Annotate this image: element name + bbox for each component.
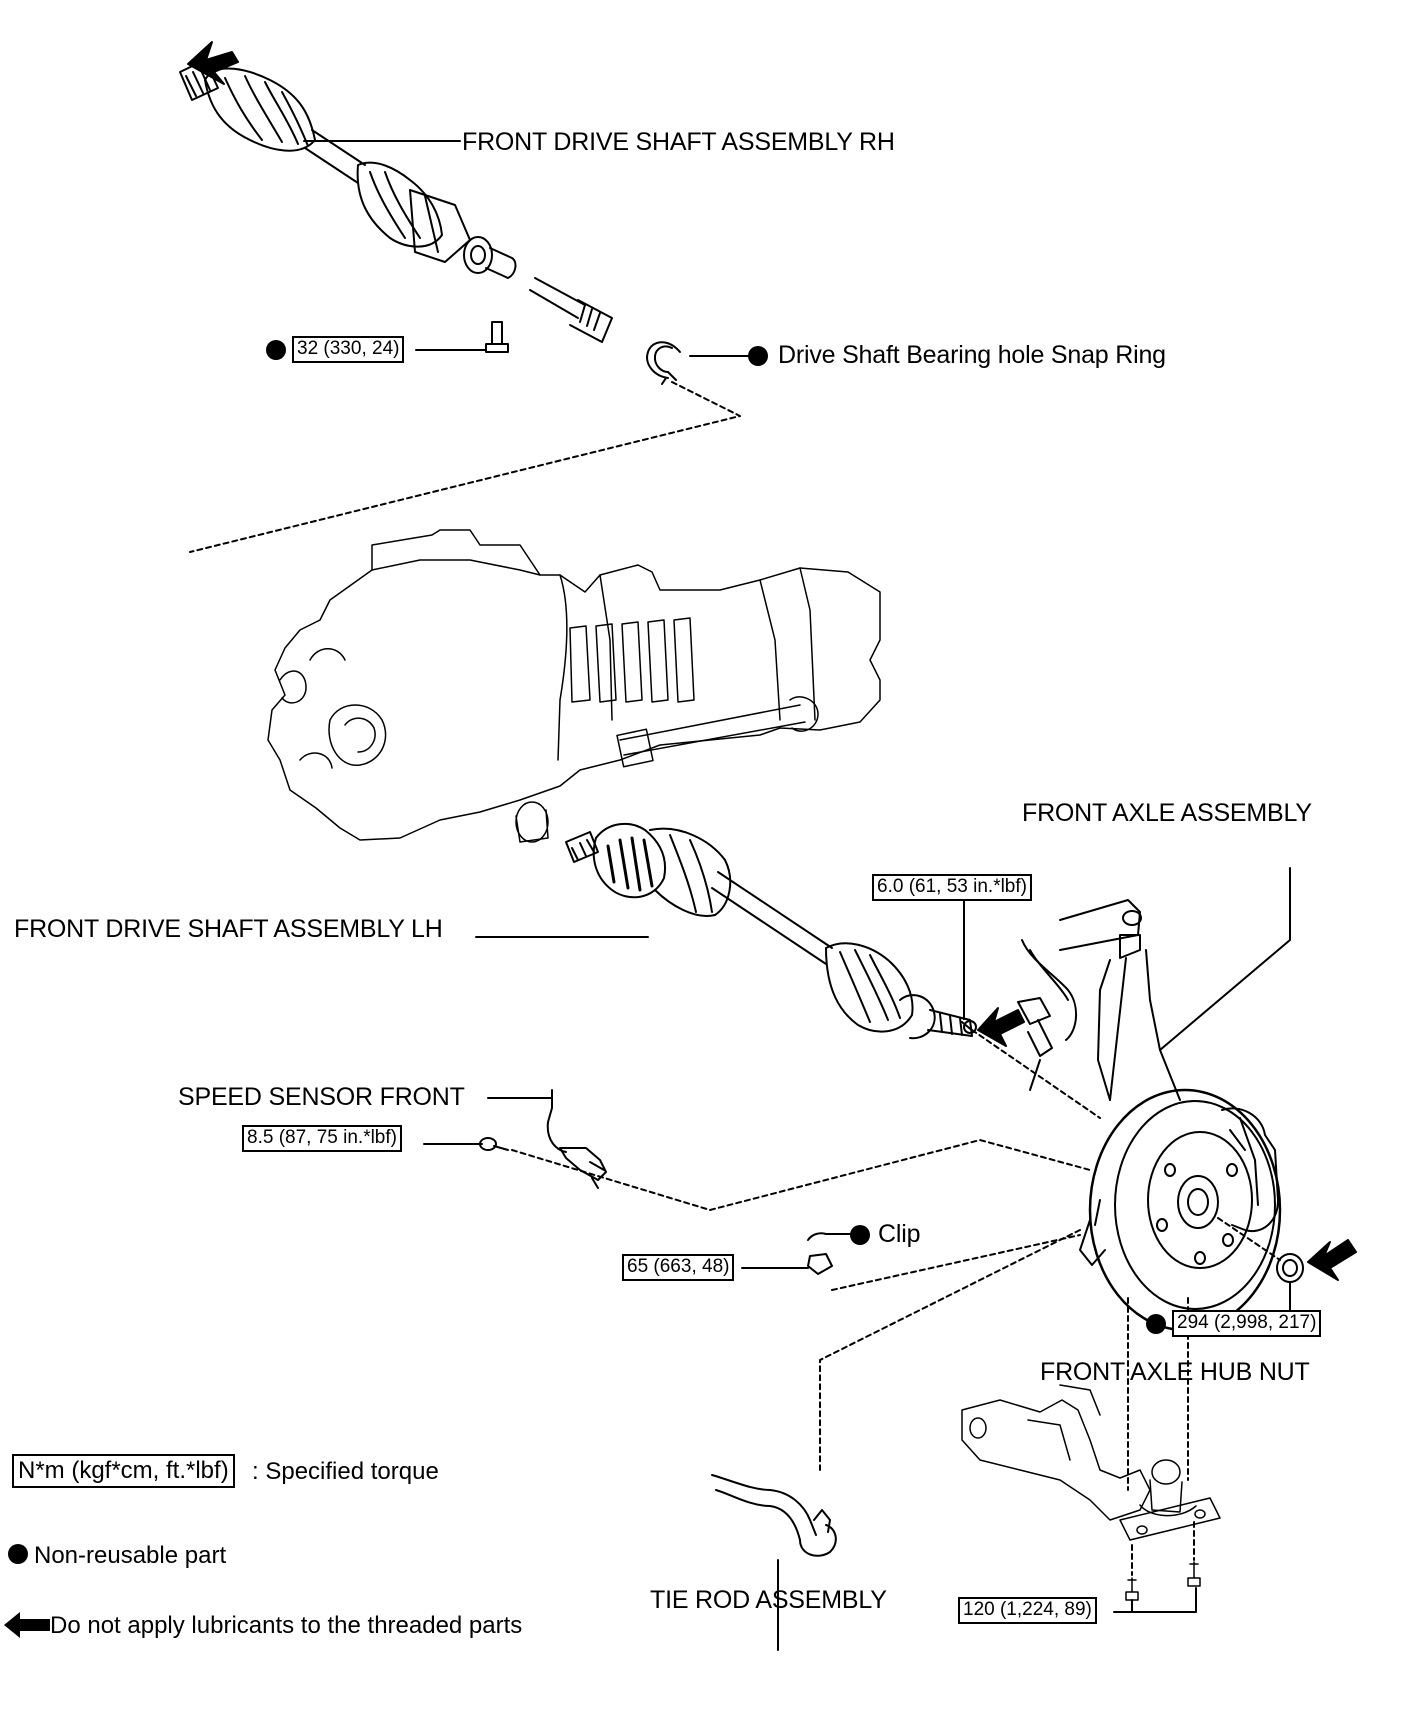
speed-sensor-drawing bbox=[423, 1089, 607, 1189]
legend-torque-box: N*m (kgf*cm, ft.*lbf) bbox=[12, 1454, 235, 1489]
front-axle-assembly-drawing bbox=[961, 867, 1291, 1332]
no-lubricant-arrow-icon bbox=[977, 1007, 1025, 1047]
label-front-drive-shaft-rh: FRONT DRIVE SHAFT ASSEMBLY RH bbox=[462, 128, 895, 156]
legend-no-lubricant: Do not apply lubricants to the threaded … bbox=[50, 1612, 523, 1639]
tie-rod-drawing bbox=[711, 1474, 837, 1651]
non-reusable-dot-icon bbox=[748, 346, 768, 366]
label-front-drive-shaft-lh: FRONT DRIVE SHAFT ASSEMBLY LH bbox=[14, 915, 443, 943]
label-front-axle-hub-nut: FRONT AXLE HUB NUT bbox=[1040, 1358, 1310, 1386]
front-drive-shaft-lh-drawing bbox=[565, 822, 973, 1040]
torque-speed-sensor-bolt: 8.5 (87, 75 in.*lbf) bbox=[242, 1125, 402, 1152]
non-reusable-dot-icon bbox=[1146, 1314, 1166, 1334]
non-reusable-dot-icon bbox=[266, 340, 286, 360]
torque-tie-rod-nut: 65 (663, 48) bbox=[622, 1254, 735, 1281]
torque-lower-arm-bolts: 120 (1,224, 89) bbox=[958, 1597, 1097, 1624]
no-lubricant-arrow-icon bbox=[187, 41, 239, 85]
legend-non-reusable: Non-reusable part bbox=[34, 1542, 227, 1569]
lower-ball-joint-drawing bbox=[961, 1384, 1221, 1601]
bearing-bolt-drawing bbox=[415, 321, 509, 353]
torque-front-axle-bolt: 6.0 (61, 53 in.*lbf) bbox=[872, 874, 1032, 901]
legend-arrow-icon bbox=[4, 1612, 50, 1638]
label-snap-ring: Drive Shaft Bearing hole Snap Ring bbox=[778, 341, 1166, 369]
legend-torque-text: : Specified torque bbox=[252, 1458, 439, 1485]
label-clip: Clip bbox=[878, 1220, 921, 1248]
front-drive-shaft-rh-drawing bbox=[179, 59, 613, 343]
non-reusable-dot-icon bbox=[8, 1544, 28, 1564]
non-reusable-dot-icon bbox=[850, 1225, 870, 1245]
label-tie-rod-assembly: TIE ROD ASSEMBLY bbox=[650, 1586, 887, 1614]
label-speed-sensor-front: SPEED SENSOR FRONT bbox=[178, 1083, 465, 1111]
label-front-axle-assembly: FRONT AXLE ASSEMBLY bbox=[1022, 799, 1312, 827]
transaxle-drawing bbox=[267, 529, 881, 843]
no-lubricant-arrow-icon bbox=[1307, 1239, 1357, 1281]
torque-bearing-bolt: 32 (330, 24) bbox=[292, 336, 405, 363]
torque-hub-nut: 294 (2,998, 217) bbox=[1172, 1310, 1322, 1337]
snap-ring-drawing bbox=[646, 341, 753, 385]
tie-rod-nut-drawing bbox=[741, 1232, 859, 1275]
